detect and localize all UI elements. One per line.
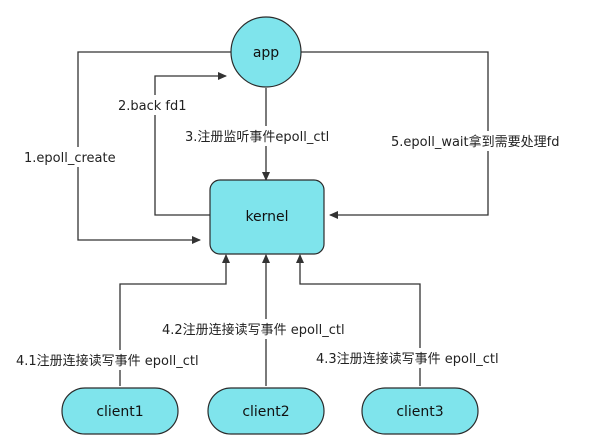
label-register-rw-1: 4.1注册连接读写事件 epoll_ctl bbox=[16, 353, 199, 369]
label-back-fd: 2.back fd1 bbox=[118, 99, 187, 114]
label-register-rw-2-group: 4.2注册连接读写事件 epoll_ctl bbox=[160, 319, 376, 339]
edge-register-rw-1 bbox=[119, 254, 230, 386]
label-register-rw-3: 4.3注册连接读写事件 epoll_ctl bbox=[316, 351, 499, 367]
label-epoll-wait: 5.epoll_wait拿到需要处理fd bbox=[391, 134, 559, 150]
label-epoll-create-group: 1.epoll_create bbox=[22, 147, 144, 167]
label-register-listen: 3.注册监听事件epoll_ctl bbox=[185, 130, 329, 145]
label-register-listen-group: 3.注册监听事件epoll_ctl bbox=[183, 126, 353, 146]
node-client3-label: client3 bbox=[396, 404, 443, 420]
node-client1-label: client1 bbox=[96, 404, 143, 420]
label-epoll-create: 1.epoll_create bbox=[24, 151, 116, 166]
edge-epoll-create bbox=[77, 51, 234, 244]
node-app: app bbox=[230, 16, 302, 88]
node-kernel: kernel bbox=[209, 179, 325, 255]
label-back-fd-group: 2.back fd1 bbox=[116, 95, 200, 115]
node-kernel-label: kernel bbox=[245, 209, 288, 225]
node-client1: client1 bbox=[61, 387, 179, 435]
label-register-rw-3-group: 4.3注册连接读写事件 epoll_ctl bbox=[314, 348, 530, 368]
node-client2-label: client2 bbox=[242, 404, 289, 420]
node-client2: client2 bbox=[207, 387, 325, 435]
node-app-label: app bbox=[253, 45, 279, 61]
label-epoll-wait-group: 5.epoll_wait拿到需要处理fd bbox=[389, 131, 591, 151]
edge-back-fd bbox=[154, 72, 227, 216]
node-client3: client3 bbox=[361, 387, 479, 435]
label-register-rw-1-group: 4.1注册连接读写事件 epoll_ctl bbox=[14, 350, 226, 370]
label-register-rw-2: 4.2注册连接读写事件 epoll_ctl bbox=[162, 322, 345, 338]
edge-register-rw-3 bbox=[296, 254, 421, 386]
